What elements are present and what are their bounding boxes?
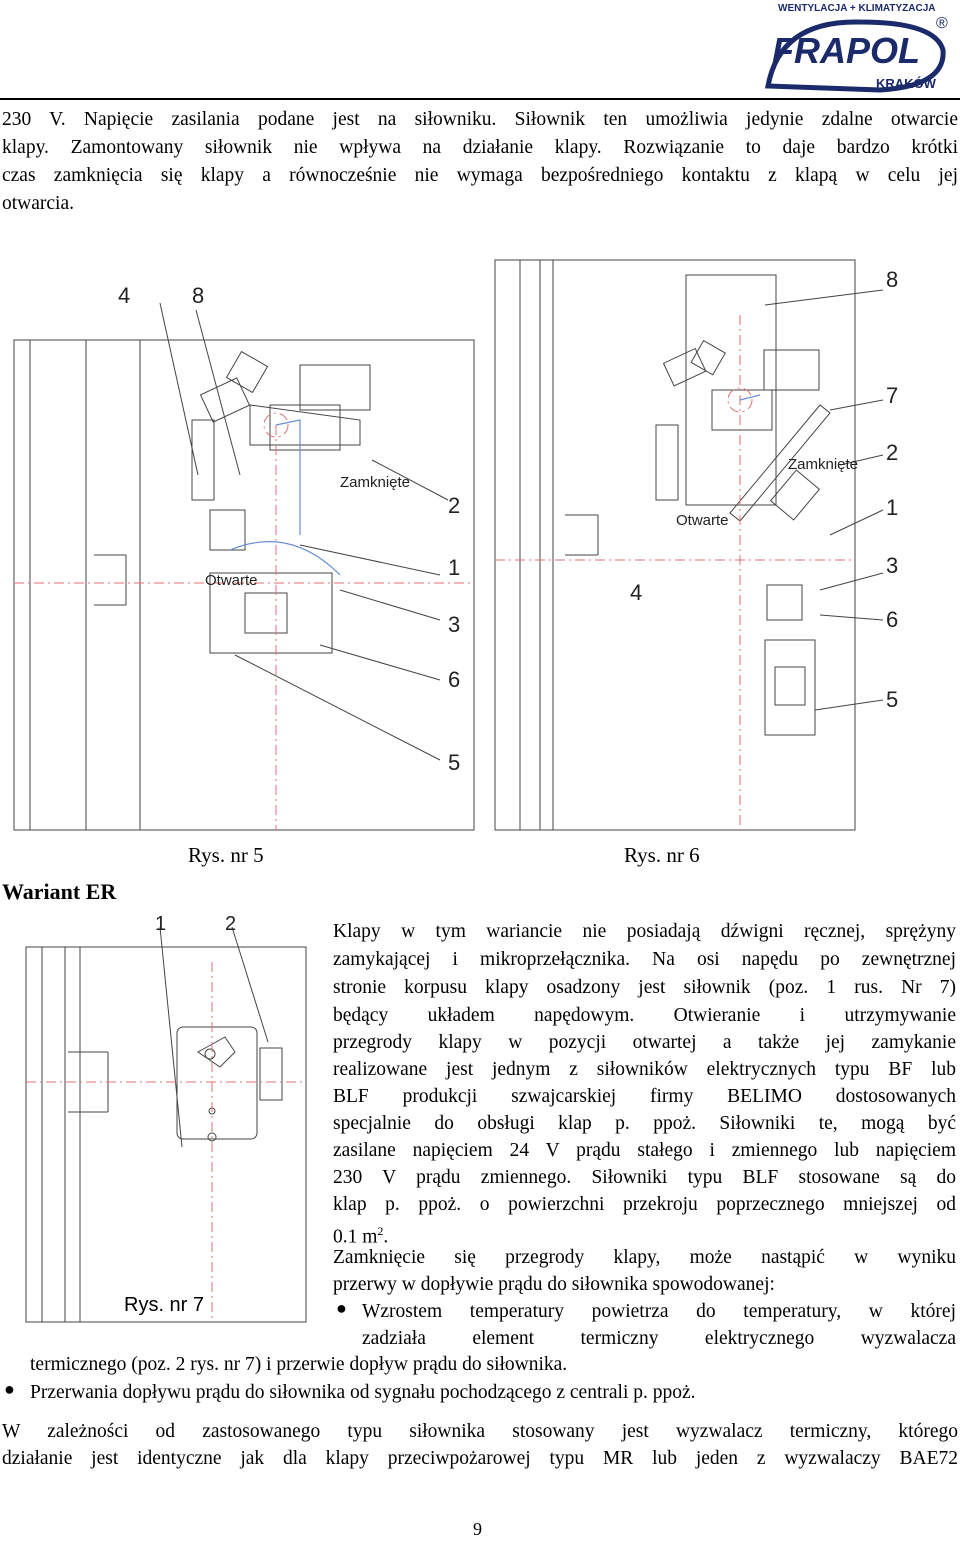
er-line-11: klap p. ppoż. o powierzchni przekroju po… <box>333 1194 956 1215</box>
er-line-3: stronie korpusu klapy osadzony jest siło… <box>333 977 956 998</box>
bullet-2: Przerwania dopływu prądu do siłownika od… <box>30 1382 696 1403</box>
intro-line-3: czas zamknięcia się klapy a równocześnie… <box>2 165 958 186</box>
fig6-caption: Rys. nr 6 <box>624 843 700 867</box>
er-line-2: zamykającej i mikroprzełącznika. Na osi … <box>333 949 956 970</box>
header-rule <box>0 98 960 100</box>
er-line-8: specjalnie do obsługi klap p. ppoż. Siło… <box>333 1113 956 1134</box>
logo-tagline: WENTYLACJA + KLIMATYZACJA <box>778 3 936 14</box>
fig5-label-2: 2 <box>448 493 460 518</box>
fig7-label-2: 2 <box>225 913 236 935</box>
drawing-fig7: 1 2 <box>25 913 307 1323</box>
er-line-10: 230 V prądu zmiennego. Siłowniki typu BL… <box>333 1167 956 1188</box>
bullet-dot-2: ● <box>4 1379 15 1399</box>
intro-line-4: otwarcia. <box>2 193 75 214</box>
bullet-1-line-1: Wzrostem temperatury powietrza do temper… <box>362 1301 956 1322</box>
er-area-exponent: 2 <box>377 1224 384 1238</box>
fig5-label-3: 3 <box>448 612 460 637</box>
fig6-closed-label: Zamknięte <box>788 456 858 473</box>
bullet-1-line-2: zadziała element termiczny elektrycznego… <box>362 1328 956 1349</box>
intro-line-2: klapy. Zamontowany siłownik nie wpływa n… <box>2 137 958 158</box>
fig5-open-label: Otwarte <box>205 572 258 589</box>
fig7-label-1: 1 <box>155 913 166 935</box>
fig6-label-2: 2 <box>886 440 898 465</box>
fig5-label-5: 5 <box>448 750 460 775</box>
er-line-12: 0.1 m2. <box>333 1217 956 1252</box>
fig6-label-6: 6 <box>886 607 898 632</box>
fig7-caption: Rys. nr 7 <box>124 1294 205 1316</box>
fig5-label-6: 6 <box>448 667 460 692</box>
frapol-logo: WENTYLACJA + KLIMATYZACJA FRAPOL ® KRAKÓ… <box>760 0 960 95</box>
page-number: 9 <box>473 1519 482 1539</box>
er-line-7: BLF produkcji szwajcarskiej firmy BELIMO… <box>333 1086 956 1107</box>
logo-registered-mark: ® <box>936 15 948 32</box>
fig6-frame <box>494 259 856 831</box>
closing-line-1: Zamknięcie się przegrody klapy, może nas… <box>333 1247 956 1268</box>
fig6-label-3: 3 <box>886 553 898 578</box>
fig6-label-8: 8 <box>886 267 898 292</box>
fig6-open-label: Otwarte <box>676 512 729 529</box>
bullet-dot-1: ● <box>336 1298 347 1318</box>
fig5-closed-label: Zamknięte <box>340 474 410 491</box>
fig5-caption: Rys. nr 5 <box>188 843 264 867</box>
er-line-4: będący układem napędowym. Otwieranie i u… <box>333 1005 956 1026</box>
logo-city: KRAKÓW <box>876 76 937 91</box>
er-line-9: zasilane napięciem 24 V prądu stałego i … <box>333 1140 956 1161</box>
fig5-label-8: 8 <box>192 283 204 308</box>
fig6-label-4: 4 <box>630 580 642 605</box>
final-line-2: działanie jest identyczne jak dla klapy … <box>2 1448 958 1469</box>
final-line-1: W zależności od zastosowanego typu siłow… <box>2 1421 958 1442</box>
fig5-label-1: 1 <box>448 555 460 580</box>
fig5-frame <box>13 339 475 831</box>
fig6-label-7: 7 <box>886 383 898 408</box>
logo-brand: FRAPOL <box>772 30 920 71</box>
er-line-1: Klapy w tym wariancie nie posiadają dźwi… <box>333 921 956 942</box>
intro-line-1: 230 V. Napięcie zasilania podane jest na… <box>2 109 958 130</box>
closing-line-2: przerwy w dopływie prądu do siłownika sp… <box>333 1274 775 1295</box>
fig6-label-5: 5 <box>886 687 898 712</box>
er-line-5: przegrody klapy w pozycji otwartej a tak… <box>333 1032 956 1053</box>
variant-heading: Wariant ER <box>2 879 117 904</box>
drawings-fig5-fig6: 4 8 2 1 3 6 5 8 7 2 1 3 6 5 4 Zamknięte … <box>13 259 898 831</box>
fig6-label-1: 1 <box>886 495 898 520</box>
er-line-6: realizowane jest jednym z siłowników ele… <box>333 1059 956 1080</box>
fig5-label-4: 4 <box>118 283 130 308</box>
er-area-value: 0.1 m <box>333 1226 378 1248</box>
er-area-end: . <box>383 1226 389 1248</box>
bullet-1-line-3: termicznego (poz. 2 rys. nr 7) i przerwi… <box>30 1354 568 1375</box>
